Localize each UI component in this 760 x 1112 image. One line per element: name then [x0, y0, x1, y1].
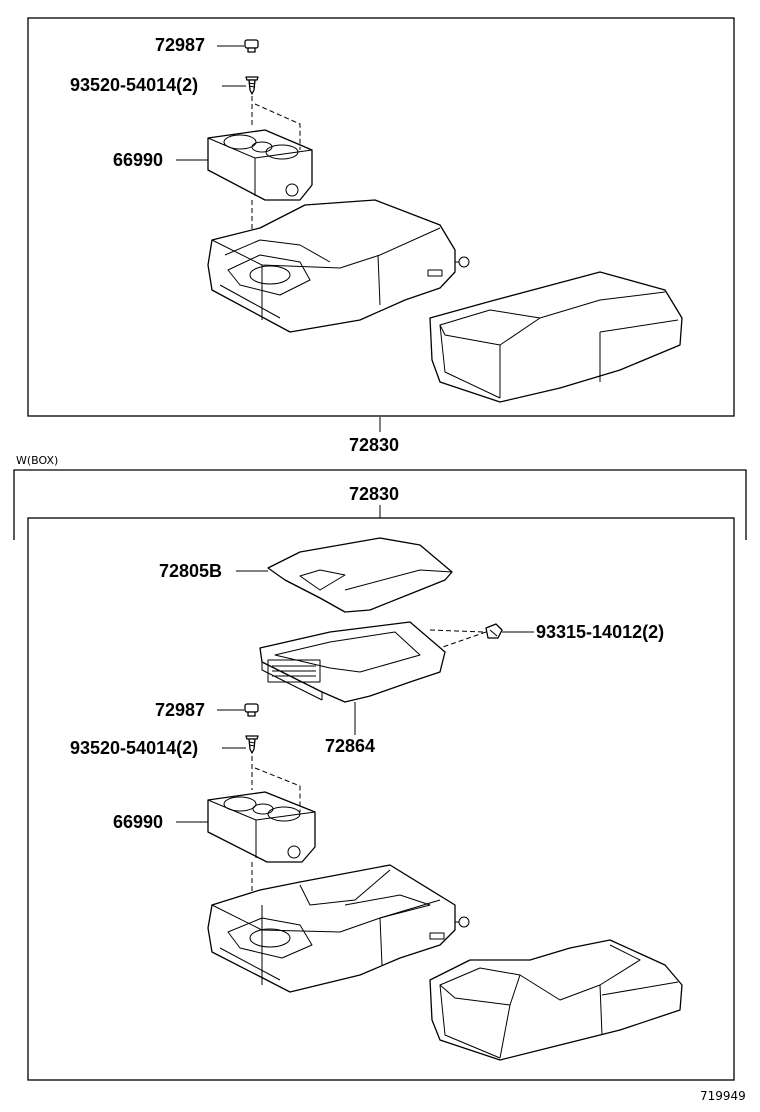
bottom-bracket [13, 469, 747, 540]
bolt-icon [485, 623, 503, 639]
bottom-cupholder-icon [207, 767, 316, 863]
bottom-cap-icon [244, 703, 259, 717]
reference-number: 719949 [700, 1089, 746, 1103]
bolt-label: 93315-14012(2) [536, 622, 664, 642]
top-cap-icon [244, 39, 259, 53]
bottom-assembly-label: 72830 [349, 484, 399, 504]
top-cupholder-icon [207, 103, 313, 201]
top-cap-label: 72987 [155, 35, 205, 55]
bottom-cap-label: 72987 [155, 700, 205, 720]
top-lid-icon [429, 271, 683, 403]
bottom-lid-open-icon [429, 939, 683, 1061]
lid-icon [267, 537, 453, 613]
tray-label: 72864 [325, 736, 375, 756]
bottom-cupholder-label: 66990 [113, 812, 163, 832]
top-screw-icon [245, 76, 259, 95]
bottom-screw-icon [245, 735, 259, 754]
lid-label: 72805B [159, 561, 222, 581]
bottom-frame [27, 517, 735, 1081]
top-cupholder-label: 66990 [113, 150, 163, 170]
bottom-console-base-icon [207, 864, 470, 993]
top-screw-label: 93520-54014(2) [70, 75, 198, 95]
top-console-base-icon [207, 199, 470, 333]
top-assembly-label: 72830 [349, 435, 399, 455]
top-section: 72987 93520-54014(2) 66990 [27, 17, 735, 455]
variant-label: W(BOX) [16, 454, 58, 467]
tray-icon [259, 621, 446, 703]
bottom-screw-label: 93520-54014(2) [70, 738, 198, 758]
bottom-section: W(BOX) 72830 72805B 93315-14012(2) [13, 454, 747, 1103]
top-frame [27, 17, 735, 417]
